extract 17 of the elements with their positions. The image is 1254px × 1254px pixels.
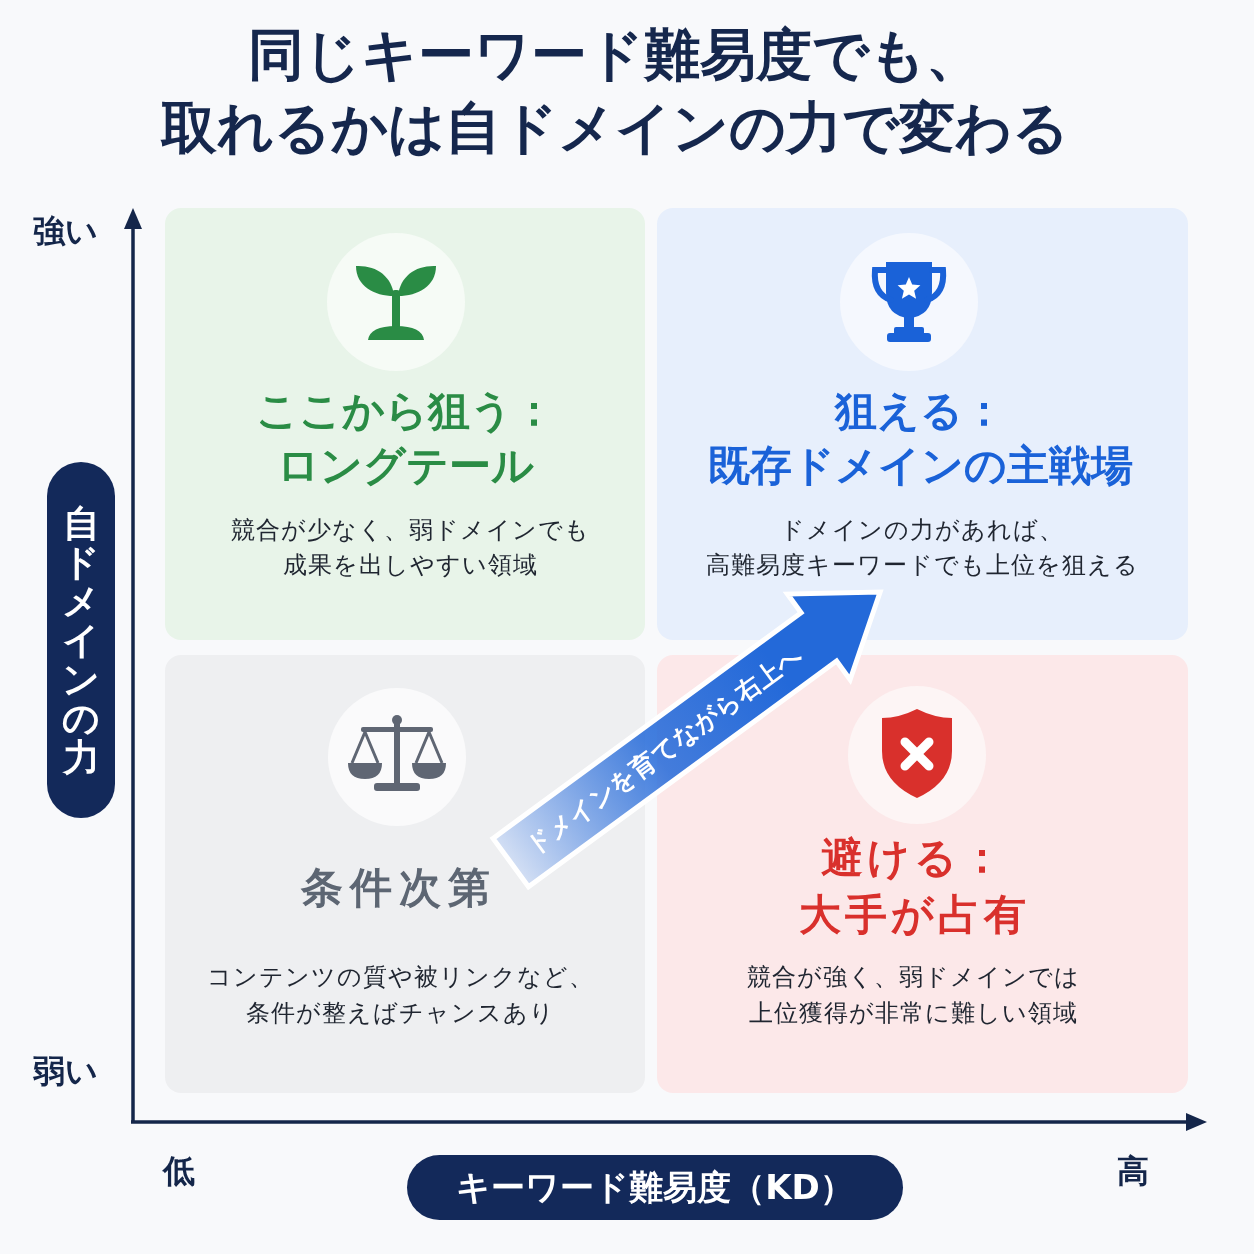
axis-title: キーワード難易度（KD） — [407, 1155, 903, 1220]
block-arrow — [488, 588, 885, 892]
quadrant-box — [165, 208, 645, 640]
quadrant-description: コンテンツの質や被リンクなど、条件が整えばチャンスあり — [205, 962, 595, 1029]
axis-end-label: 弱い — [33, 1051, 98, 1092]
quadrant-description: ドメインの力があれば、高難易度キーワードでも上位を狙える — [704, 515, 1140, 581]
quadrant-description: 競合が強く、弱ドメインでは上位獲得が非常に難しい領域 — [745, 962, 1081, 1029]
quadrant-title: 狙える：既存ドメインの主戦場 — [706, 385, 1134, 492]
title: 同じキーワード難易度でも、取れるかは自ドメインの力で変わる — [159, 21, 1070, 162]
quadrant-box — [657, 208, 1188, 640]
quadrant-title: ここから狙う：ロングテール — [254, 385, 556, 492]
axis-end-label: 強い — [33, 211, 98, 252]
axis-end-label: 高 — [1117, 1151, 1149, 1192]
quadrant-description: 競合が少なく、弱ドメインでも成果を出しやすい領域 — [230, 515, 590, 581]
quadrant-title: 条件次第 — [299, 862, 498, 914]
axis-title: 自ドメインの力 — [47, 462, 115, 818]
axis-end-label: 低 — [163, 1151, 195, 1192]
